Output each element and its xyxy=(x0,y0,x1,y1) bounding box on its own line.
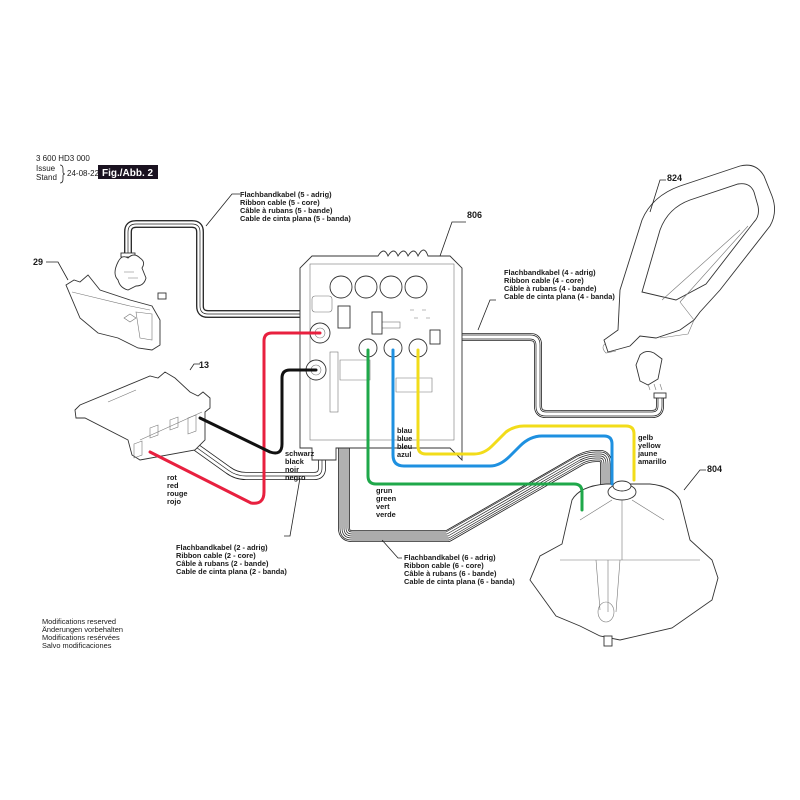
connector-4-core xyxy=(429,329,441,345)
leader-13 xyxy=(189,363,200,371)
label-line: Flachbandkabel (5 - adrig) xyxy=(240,190,332,199)
label-line: red xyxy=(167,481,179,490)
label-line: Flachbandkabel (6 - adrig) xyxy=(404,553,496,562)
issue-brace xyxy=(59,164,66,184)
label-line: verde xyxy=(376,510,396,519)
part-804-motor xyxy=(529,480,719,647)
label-line: gelb xyxy=(638,433,654,442)
label-line: jaune xyxy=(637,449,657,458)
figure-badge xyxy=(98,165,158,179)
header-block: 3 600 HD3 000 Issue Stand 24-08-22 Fig./… xyxy=(36,154,158,184)
label-line: blau xyxy=(397,426,413,435)
wire-yellow xyxy=(416,348,636,482)
label-line: yellow xyxy=(638,441,661,450)
label-line: Ribbon cable (5 - core) xyxy=(240,198,320,207)
leader-ribbon-6 xyxy=(381,539,402,559)
label-line: Câble à rubans (6 - bande) xyxy=(404,569,497,578)
label-ribbon-4: Flachbandkabel (4 - adrig) Ribbon cable … xyxy=(504,268,615,301)
label-wire-green: grun green vert verde xyxy=(376,486,397,519)
part-number-806: 806 xyxy=(467,210,482,220)
part-number-824: 824 xyxy=(667,173,682,183)
connector-6-core xyxy=(371,311,383,335)
wire-blue xyxy=(391,348,614,486)
leader-ribbon-5 xyxy=(205,193,240,227)
leader-29 xyxy=(46,261,69,281)
label-line: Câble à rubans (4 - bande) xyxy=(504,284,597,293)
label-line: amarillo xyxy=(638,457,667,466)
label-line: schwarz xyxy=(285,449,314,458)
part-number-804: 804 xyxy=(707,464,722,474)
label-line: grun xyxy=(376,486,393,495)
part-number-13: 13 xyxy=(199,360,209,370)
label-ribbon-5: Flachbandkabel (5 - adrig) Ribbon cable … xyxy=(240,190,351,223)
label-line: noir xyxy=(285,465,299,474)
ribbon-4-plug xyxy=(653,392,667,399)
connector-5-core xyxy=(337,305,351,329)
footer-line: Modifications reserved xyxy=(42,617,116,626)
issue-date: 24-08-22 xyxy=(67,169,100,178)
label-line: Ribbon cable (4 - core) xyxy=(504,276,584,285)
footer-line: Änderungen vorbehalten xyxy=(42,625,123,634)
ribbon-cable-5-core xyxy=(120,220,344,318)
label-line: Ribbon cable (2 - core) xyxy=(176,551,256,560)
label-line: azul xyxy=(397,450,411,459)
label-line: rouge xyxy=(167,489,188,498)
label-line: Flachbandkabel (4 - adrig) xyxy=(504,268,596,277)
label-line: Cable de cinta plana (2 - banda) xyxy=(176,567,287,576)
colored-wires xyxy=(148,331,636,512)
wire-black xyxy=(198,368,318,455)
part-29-switch-housing xyxy=(65,254,167,351)
label-wire-yellow: gelb yellow jaune amarillo xyxy=(637,433,667,466)
stand-label: Stand xyxy=(36,173,57,182)
footer-line: Modifications resérvées xyxy=(42,633,120,642)
label-wire-red: rot red rouge rojo xyxy=(167,473,188,506)
label-ribbon-6: Flachbandkabel (6 - adrig) Ribbon cable … xyxy=(404,553,515,586)
label-line: bleu xyxy=(397,442,413,451)
leader-ribbon-2 xyxy=(284,477,301,537)
ribbon-cable-4-core xyxy=(436,333,667,418)
label-line: Cable de cinta plana (5 - banda) xyxy=(240,214,351,223)
label-line: Cable de cinta plana (6 - banda) xyxy=(404,577,515,586)
wire-red xyxy=(148,331,322,505)
leader-804 xyxy=(683,469,706,491)
label-line: Ribbon cable (6 - core) xyxy=(404,561,484,570)
leader-ribbon-4 xyxy=(477,299,496,331)
label-line: Flachbandkabel (2 - adrig) xyxy=(176,543,268,552)
wire-green xyxy=(366,348,584,512)
footer-line: Salvo modificaciones xyxy=(42,641,112,650)
drawing-number: 3 600 HD3 000 xyxy=(36,154,90,163)
label-wire-black: schwarz black noir negro xyxy=(285,449,314,482)
label-line: Câble à rubans (2 - bande) xyxy=(176,559,269,568)
footer-notice: Modifications reserved Änderungen vorbeh… xyxy=(42,617,123,650)
ribbon-cable-2-core xyxy=(183,380,326,480)
label-line: negro xyxy=(285,473,306,482)
label-line: blue xyxy=(397,434,412,443)
label-line: black xyxy=(285,457,305,466)
label-line: green xyxy=(376,494,397,503)
label-line: rojo xyxy=(167,497,181,506)
figure-label: Fig./Abb. 2 xyxy=(102,168,154,179)
label-ribbon-2: Flachbandkabel (2 - adrig) Ribbon cable … xyxy=(176,543,287,576)
part-13-base-plate xyxy=(74,371,211,461)
leader-806 xyxy=(439,221,466,257)
label-line: Câble à rubans (5 - bande) xyxy=(240,206,333,215)
label-line: rot xyxy=(167,473,177,482)
label-wire-blue: blau blue bleu azul xyxy=(397,426,413,459)
part-824-handle xyxy=(602,164,775,391)
label-line: Cable de cinta plana (4 - banda) xyxy=(504,292,615,301)
part-number-29: 29 xyxy=(33,257,43,267)
part-806-electronics-module xyxy=(299,249,463,462)
label-line: vert xyxy=(376,502,390,511)
leader-824 xyxy=(649,179,666,213)
issue-label: Issue xyxy=(36,164,56,173)
